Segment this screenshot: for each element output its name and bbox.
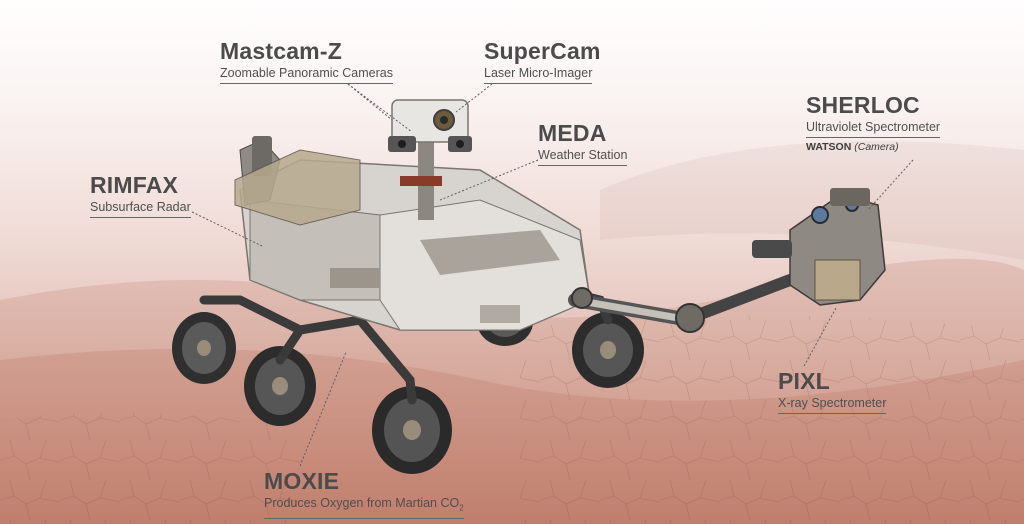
- rover-body: [234, 136, 591, 331]
- callout-meda: MEDA Weather Station: [538, 120, 628, 166]
- middle-left-wheel: [244, 346, 316, 426]
- callout-subinstrument: WATSON (Camera): [806, 141, 940, 153]
- callout-title: PIXL: [778, 368, 830, 394]
- callout-supercam: SuperCam Laser Micro-Imager: [484, 38, 601, 84]
- callout-title: SuperCam: [484, 38, 601, 64]
- callout-description: Ultraviolet Spectrometer: [806, 120, 941, 138]
- callout-title: RIMFAX: [90, 172, 179, 198]
- callout-title: SHERLOC: [806, 92, 920, 118]
- callout-description: Laser Micro-Imager: [484, 66, 593, 84]
- callout-rimfax: RIMFAX Subsurface Radar: [90, 172, 191, 218]
- watson-note: (Camera): [854, 141, 899, 153]
- callout-pixl: PIXL X-ray Spectrometer: [778, 368, 887, 414]
- callout-sherloc: SHERLOC Ultraviolet Spectrometer WATSON …: [806, 92, 941, 153]
- moxie-desc-text: Produces Oxygen from Martian CO: [264, 496, 460, 510]
- callout-title: MEDA: [538, 120, 607, 146]
- front-right-wheel: [572, 312, 644, 388]
- callout-description: Weather Station: [538, 148, 628, 166]
- callout-moxie: MOXIE Produces Oxygen from Martian CO2: [264, 468, 464, 519]
- callout-title: MOXIE: [264, 468, 340, 494]
- front-left-wheel: [372, 386, 452, 474]
- rear-left-wheel: [172, 312, 236, 384]
- callout-description: Subsurface Radar: [90, 200, 191, 218]
- callout-mastcam-z: Mastcam-Z Zoomable Panoramic Cameras: [220, 38, 393, 84]
- watson-label: WATSON: [806, 141, 852, 153]
- callout-description: X-ray Spectrometer: [778, 396, 887, 414]
- robotic-arm: [568, 274, 796, 333]
- callout-title: Mastcam-Z: [220, 38, 342, 64]
- callout-description: Produces Oxygen from Martian CO2: [264, 496, 464, 519]
- callout-description: Zoomable Panoramic Cameras: [220, 66, 393, 84]
- arm-turret: [752, 188, 886, 306]
- moxie-desc-subscript: 2: [459, 503, 464, 513]
